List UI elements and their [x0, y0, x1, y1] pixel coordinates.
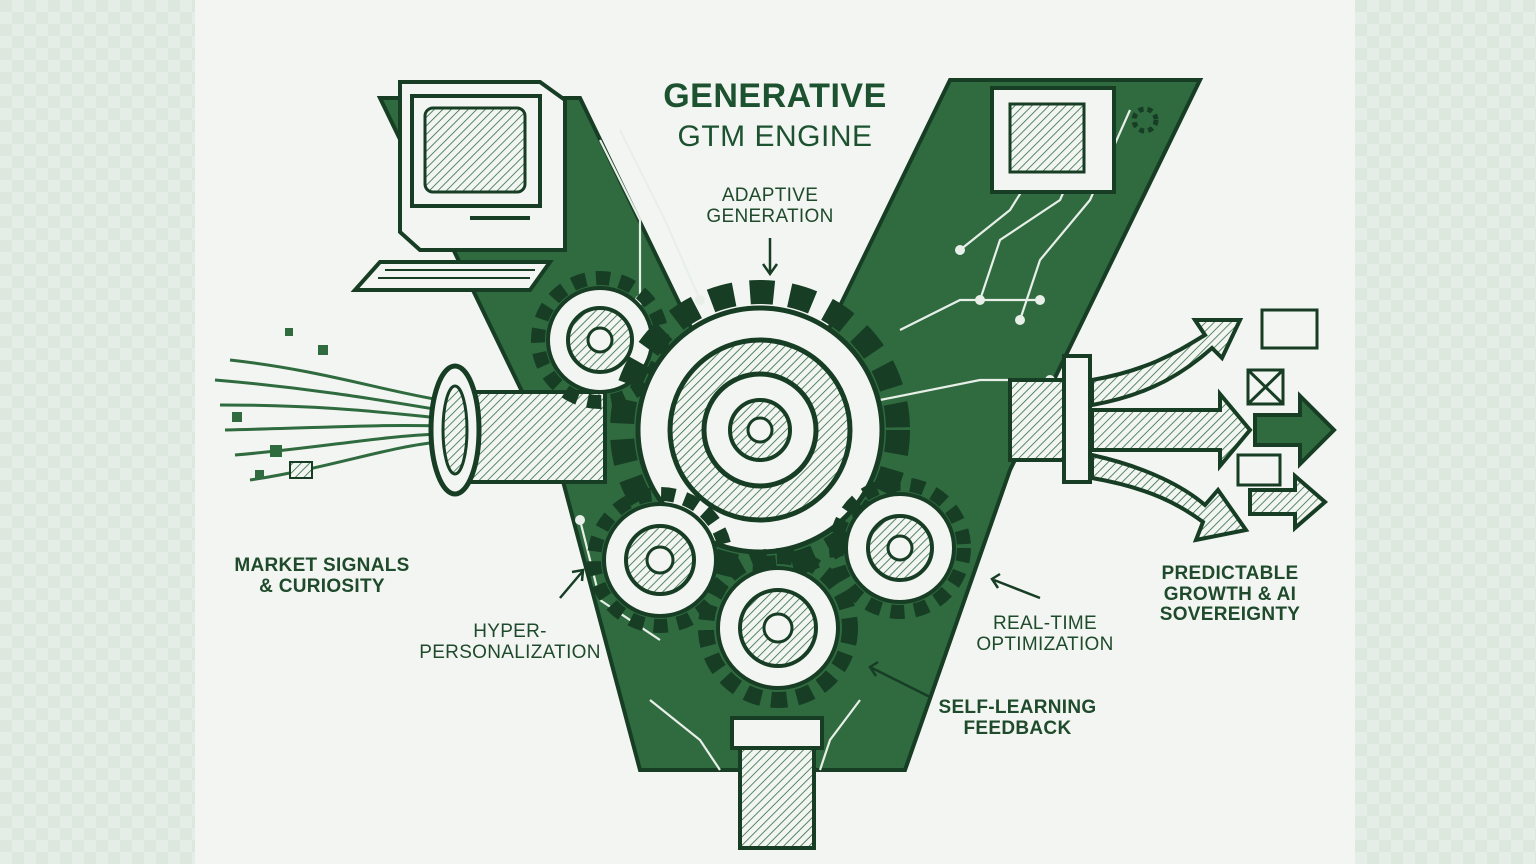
- realtime-line-1: REAL-TIME: [992, 613, 1098, 634]
- label-market-signals: MARKET SIGNALS & CURIOSITY: [222, 555, 422, 597]
- arrow-icon: [1090, 318, 1337, 543]
- input-pipe: [428, 363, 607, 497]
- input-signal-streams: [214, 358, 441, 482]
- retro-computer-icon: [350, 80, 567, 292]
- selflearning-line-2: FEEDBACK: [963, 717, 1072, 739]
- predictable-line-2: GROWTH & AI: [1163, 583, 1297, 605]
- gear-icon: [587, 487, 733, 633]
- callout-arrows: [559, 238, 1041, 700]
- bottom-pipe: [730, 716, 824, 850]
- label-hyper-personalization: HYPER- PERSONALIZATION: [410, 621, 610, 663]
- document-icon: [1236, 308, 1319, 487]
- output-pipe: [1008, 354, 1092, 484]
- adaptive-line-2: GENERATION: [706, 205, 834, 227]
- market-line-1: MARKET SIGNALS: [234, 555, 410, 576]
- hyper-line-2: PERSONALIZATION: [419, 641, 601, 663]
- label-predictable-growth: PREDICTABLE GROWTH & AI SOVEREIGNTY: [1150, 563, 1310, 626]
- signal-bits: [232, 328, 328, 479]
- label-self-learning-feedback: SELF-LEARNING FEEDBACK: [930, 697, 1105, 739]
- gear-icon: [829, 477, 971, 619]
- gear-icon: [1131, 106, 1159, 134]
- realtime-line-2: OPTIMIZATION: [976, 633, 1114, 655]
- label-adaptive-generation: ADAPTIVE GENERATION: [690, 185, 850, 227]
- checker-pattern-left: [0, 0, 195, 864]
- adaptive-line-1: ADAPTIVE: [721, 185, 819, 206]
- monitor-icon: [990, 86, 1116, 194]
- title-line-1: GENERATIVE: [663, 77, 887, 115]
- selflearning-line-1: SELF-LEARNING: [938, 697, 1097, 718]
- hyper-line-1: HYPER-: [473, 621, 547, 642]
- gear-icon: [698, 548, 858, 708]
- predictable-line-1: PREDICTABLE: [1161, 563, 1299, 584]
- label-real-time-optimization: REAL-TIME OPTIMIZATION: [965, 613, 1125, 655]
- predictable-line-3: SOVEREIGNTY: [1159, 604, 1301, 626]
- market-line-2: & CURIOSITY: [259, 575, 385, 597]
- title-line-2: GTM ENGINE: [677, 119, 873, 153]
- diagram-title: GENERATIVE GTM ENGINE: [630, 78, 920, 153]
- checker-pattern-right: [1355, 0, 1536, 864]
